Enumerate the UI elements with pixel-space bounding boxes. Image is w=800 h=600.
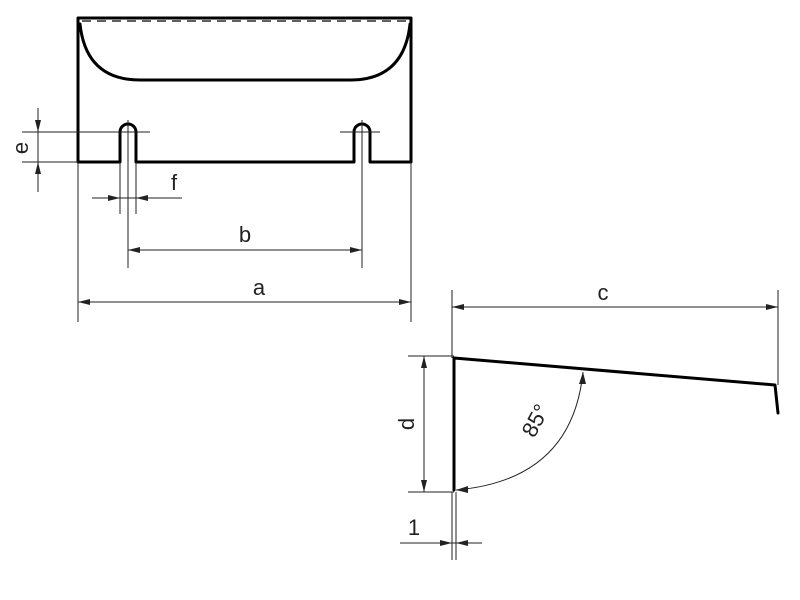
bend-curve: [78, 22, 412, 82]
dimension-f: f: [92, 162, 182, 214]
dimension-b: b: [128, 222, 362, 253]
dimension-angle: 85°: [455, 371, 586, 493]
label-f: f: [171, 170, 178, 195]
dimension-e: e: [8, 108, 41, 192]
label-e: e: [8, 142, 33, 154]
dimension-thickness: 1: [400, 492, 482, 560]
label-d: d: [394, 418, 419, 430]
dimension-d: d: [394, 355, 454, 493]
top-view: e f b a: [8, 16, 413, 322]
side-view: c d 85° 1: [394, 280, 780, 560]
label-angle: 85°: [517, 400, 555, 441]
profile-outline: [452, 356, 780, 492]
label-thickness: 1: [408, 515, 420, 540]
label-c: c: [598, 280, 609, 305]
dimension-a: a: [77, 162, 412, 322]
dimension-c: c: [451, 280, 779, 385]
label-a: a: [253, 275, 266, 300]
label-b: b: [239, 222, 251, 247]
